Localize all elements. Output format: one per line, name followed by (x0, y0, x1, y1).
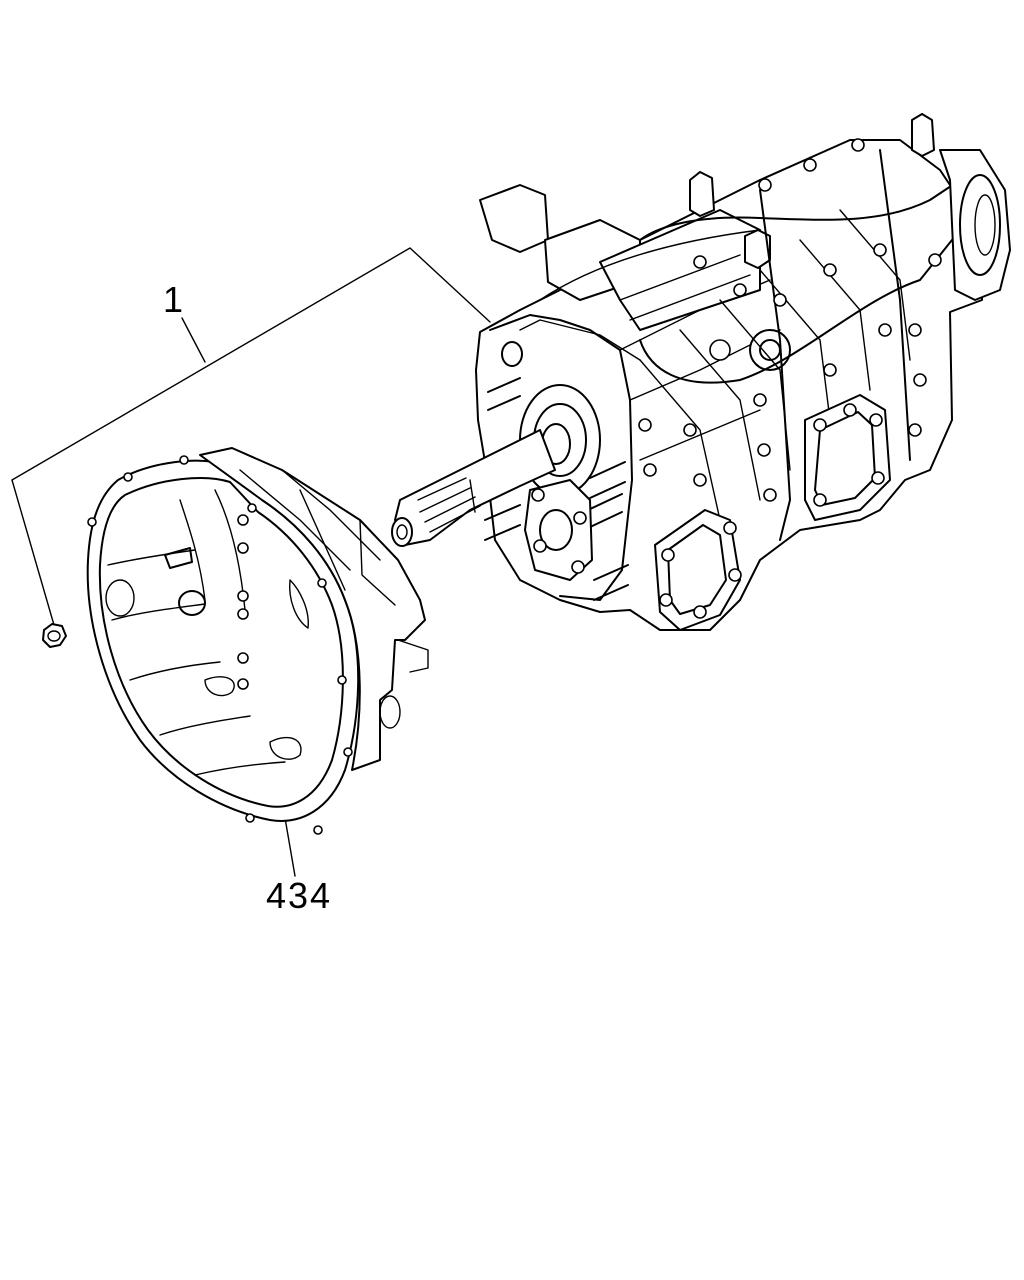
callout-clutch-housing: 434 (266, 875, 333, 916)
case-bolts (638, 138, 942, 502)
breather-pipes (539, 179, 961, 384)
top-plugs (689, 113, 935, 269)
leader-1-to-bracket (181, 317, 206, 363)
front-studs (484, 377, 629, 601)
housing-rim-bolts (87, 455, 353, 835)
flange-nut (42, 623, 67, 648)
callout-transmission-assembly: 1 (163, 279, 186, 320)
cover-plate-lower (654, 509, 742, 631)
transmission-assembly (391, 113, 1011, 631)
case-ribs (639, 149, 911, 541)
clutch-housing (86, 447, 429, 835)
input-shaft (391, 429, 556, 547)
leader-bracket-left (11, 247, 491, 481)
leader-434 (284, 817, 296, 877)
rear-flange (939, 149, 1011, 301)
cover-plate-upper (804, 394, 891, 521)
housing-face-bolts (237, 514, 249, 690)
leader-lines (11, 247, 491, 877)
leader-bracket-nut (11, 479, 55, 626)
